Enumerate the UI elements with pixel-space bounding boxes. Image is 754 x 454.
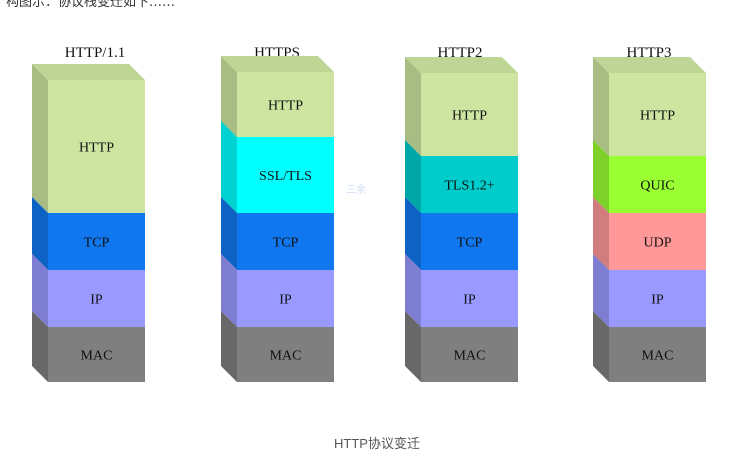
layer-ip: IP	[32, 254, 145, 327]
layer-http: HTTP	[593, 57, 706, 156]
layer-side-face	[405, 311, 421, 382]
figure-caption: HTTP协议变迁	[334, 436, 420, 451]
layer-front-face	[421, 270, 518, 327]
layer-front-face	[421, 327, 518, 382]
layer-side-face	[221, 311, 237, 382]
layer-side-face	[593, 311, 609, 382]
layer-side-face	[405, 57, 421, 156]
watermark: 三余	[346, 185, 366, 196]
layer-label: HTTP	[268, 99, 303, 114]
layer-front-face	[421, 156, 518, 213]
layer-side-face	[32, 311, 48, 382]
layer-label: HTTP	[452, 109, 487, 124]
layer-label: HTTP	[79, 141, 114, 156]
layer-top-face	[32, 64, 145, 80]
layer-top-face	[221, 56, 334, 72]
layer-front-face	[48, 213, 145, 270]
layer-label: QUIC	[640, 179, 674, 194]
layer-label: IP	[90, 293, 103, 308]
layer-front-face	[48, 80, 145, 213]
layer-side-face	[221, 56, 237, 137]
layer-label: UDP	[643, 236, 671, 251]
layer-side-face	[32, 254, 48, 327]
layer-label: TCP	[273, 236, 299, 251]
layer-quic: QUIC	[593, 140, 706, 213]
layer-side-face	[221, 197, 237, 270]
layer-front-face	[237, 270, 334, 327]
layer-top-face	[405, 57, 518, 73]
layer-mac: MAC	[405, 311, 518, 382]
layer-side-face	[405, 197, 421, 270]
layer-side-face	[221, 121, 237, 213]
layer-front-face	[609, 73, 706, 156]
layer-label: TCP	[84, 236, 110, 251]
layer-http: HTTP	[405, 57, 518, 156]
layer-label: TLS1.2+	[444, 179, 494, 194]
layer-top-face	[593, 57, 706, 73]
layer-side-face	[221, 254, 237, 327]
layer-front-face	[237, 213, 334, 270]
layer-ssl-tls: SSL/TLS	[221, 121, 334, 213]
layer-label: MAC	[270, 349, 302, 364]
layer-label: IP	[651, 293, 664, 308]
layer-label: IP	[463, 293, 476, 308]
layer-udp: UDP	[593, 197, 706, 270]
layer-side-face	[593, 57, 609, 156]
header-text: 构图示：协议栈变迁如下……	[6, 0, 176, 10]
layer-ip: IP	[405, 254, 518, 327]
layer-side-face	[405, 140, 421, 213]
layer-ip: IP	[221, 254, 334, 327]
layer-front-face	[609, 270, 706, 327]
layer-side-face	[32, 64, 48, 213]
layer-http: HTTP	[221, 56, 334, 137]
layer-front-face	[237, 72, 334, 137]
layer-label: MAC	[642, 349, 674, 364]
layer-http: HTTP	[32, 64, 145, 213]
layer-front-face	[609, 213, 706, 270]
layer-front-face	[48, 327, 145, 382]
layer-front-face	[48, 270, 145, 327]
layer-mac: MAC	[32, 311, 145, 382]
layer-tcp: TCP	[32, 197, 145, 270]
layer-label: IP	[279, 293, 292, 308]
layer-front-face	[237, 137, 334, 213]
layer-tcp: TCP	[405, 197, 518, 270]
layer-label: HTTP	[640, 109, 675, 124]
layer-front-face	[421, 73, 518, 156]
layer-ip: IP	[593, 254, 706, 327]
layer-front-face	[609, 156, 706, 213]
layer-label: TCP	[457, 236, 483, 251]
layer-front-face	[237, 327, 334, 382]
stack-title: HTTP/1.1	[65, 45, 125, 61]
layer-label: MAC	[81, 349, 113, 364]
layer-side-face	[593, 254, 609, 327]
layer-side-face	[593, 140, 609, 213]
layer-front-face	[421, 213, 518, 270]
layer-mac: MAC	[221, 311, 334, 382]
layer-tcp: TCP	[221, 197, 334, 270]
layer-label: SSL/TLS	[259, 169, 312, 184]
layer-label: MAC	[454, 349, 486, 364]
cropped-header-text: 构图示：协议栈变迁如下……	[0, 0, 754, 10]
layer-side-face	[32, 197, 48, 270]
layer-tls1-2-: TLS1.2+	[405, 140, 518, 213]
layer-side-face	[405, 254, 421, 327]
layer-mac: MAC	[593, 311, 706, 382]
layer-side-face	[593, 197, 609, 270]
layer-front-face	[609, 327, 706, 382]
